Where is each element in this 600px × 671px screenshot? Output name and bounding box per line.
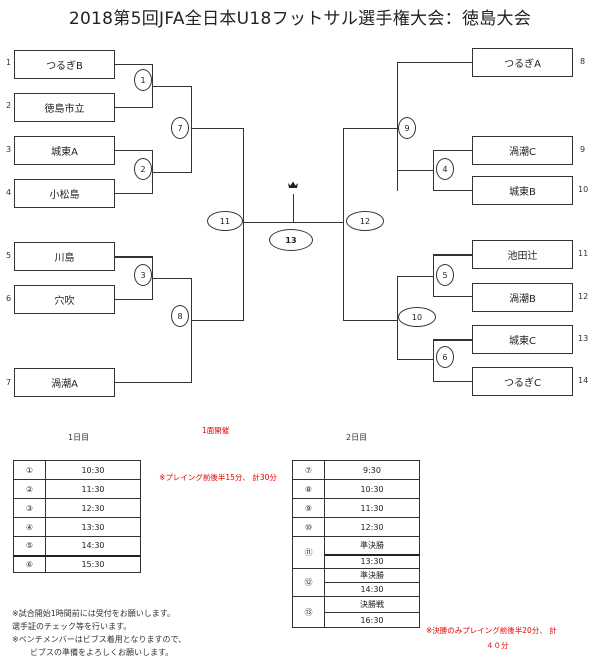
match-number: 2 [134,158,152,180]
team-box: 渦潮A [14,368,115,397]
seed-number: 3 [6,145,12,154]
match-no: ⑫ [292,568,325,597]
match-time: 12:30 [324,517,420,537]
note-line: ビブスの準備をよろしくお願いします。 [30,648,174,657]
match-no: ⑤ [13,536,46,556]
match-number: 4 [436,158,454,180]
seed-number: 2 [6,101,12,110]
match-number: 5 [436,264,454,286]
final-match-number: 13 [269,229,313,251]
match-no: ② [13,479,46,499]
seed-number: 13 [578,334,589,343]
day1-header: 1日目 [68,433,90,442]
seed-number: 12 [578,292,589,301]
match-time: 9:30 [324,460,420,480]
note-line: 選手証のチェック等を行います。 [12,622,132,631]
seed-number: 14 [578,376,589,385]
match-number: 10 [398,307,436,327]
match-number: 11 [207,211,243,231]
team-box: 小松島 [14,179,115,208]
crown-icon [288,174,298,188]
team-box: つるぎC [472,367,573,396]
seed-number: 11 [578,249,589,258]
match-no: ⑨ [292,498,325,518]
match-no: ⑬ [292,596,325,628]
match-no: ⑦ [292,460,325,480]
team-box: 渦潮B [472,283,573,312]
team-box: 城東A [14,136,115,165]
match-number: 7 [171,117,189,139]
team-box: 穴吹 [14,285,115,314]
match-time: 16:30 [324,612,420,628]
note-line: ※ベンチメンバーはビブス着用となりますので、 [12,635,187,644]
match-number: 12 [346,211,384,231]
seed-number: 4 [6,188,12,197]
match-round: 準決勝 [324,568,420,583]
match-no: ⑥ [13,554,46,573]
match-number: 3 [134,264,152,286]
match-round: 決勝戦 [324,596,420,613]
team-box: 城東B [472,176,573,205]
team-box: 城東C [472,325,573,354]
match-time: 15:30 [45,554,141,573]
match-number: 1 [134,69,152,91]
match-number: 9 [398,117,416,139]
seed-number: 1 [6,58,12,67]
team-box: 川島 [14,242,115,271]
match-time: 12:30 [45,498,141,518]
day1-duration-note: ※プレイング前後半15分、 計30分 [159,473,277,482]
seed-number: 10 [578,185,589,194]
team-box: 渦潮C [472,136,573,165]
final-duration-note-2: ４０分 [486,641,509,650]
final-duration-note: ※決勝のみプレイング前後半20分、 計 [426,626,557,635]
page-title: 2018第5回JFA全日本U18フットサル選手権大会：徳島大会 [68,9,532,29]
match-number: 8 [171,305,189,327]
match-no: ⑩ [292,517,325,537]
match-no: ③ [13,498,46,518]
team-box: 徳島市立 [14,93,115,122]
match-round: 準決勝 [324,536,420,555]
day2-header: 2日目 [346,433,368,442]
match-no: ⑧ [292,479,325,499]
seed-number: 7 [6,378,12,387]
match-time: 13:30 [324,553,420,569]
notes: ※試合開始1時間前には受付をお願いします。 選手証のチェック等を行います。 ※ベ… [12,607,186,659]
match-no: ⑪ [292,536,325,569]
match-time: 10:30 [45,460,141,480]
seed-number: 6 [6,294,12,303]
seed-number: 8 [580,57,586,66]
seed-number: 5 [6,251,12,260]
venue-note: 1面開催 [202,426,230,435]
team-box: つるぎA [472,48,573,77]
match-time: 13:30 [45,517,141,537]
match-number: 6 [436,346,454,368]
seed-number: 9 [580,145,586,154]
match-time: 14:30 [324,582,420,597]
match-no: ① [13,460,46,480]
team-box: 池田辻 [472,240,573,269]
match-no: ④ [13,517,46,537]
team-box: つるぎB [14,50,115,79]
match-time: 10:30 [324,479,420,499]
note-line: ※試合開始1時間前には受付をお願いします。 [12,609,175,618]
match-time: 11:30 [324,498,420,518]
match-time: 11:30 [45,479,141,499]
match-time: 14:30 [45,536,141,556]
